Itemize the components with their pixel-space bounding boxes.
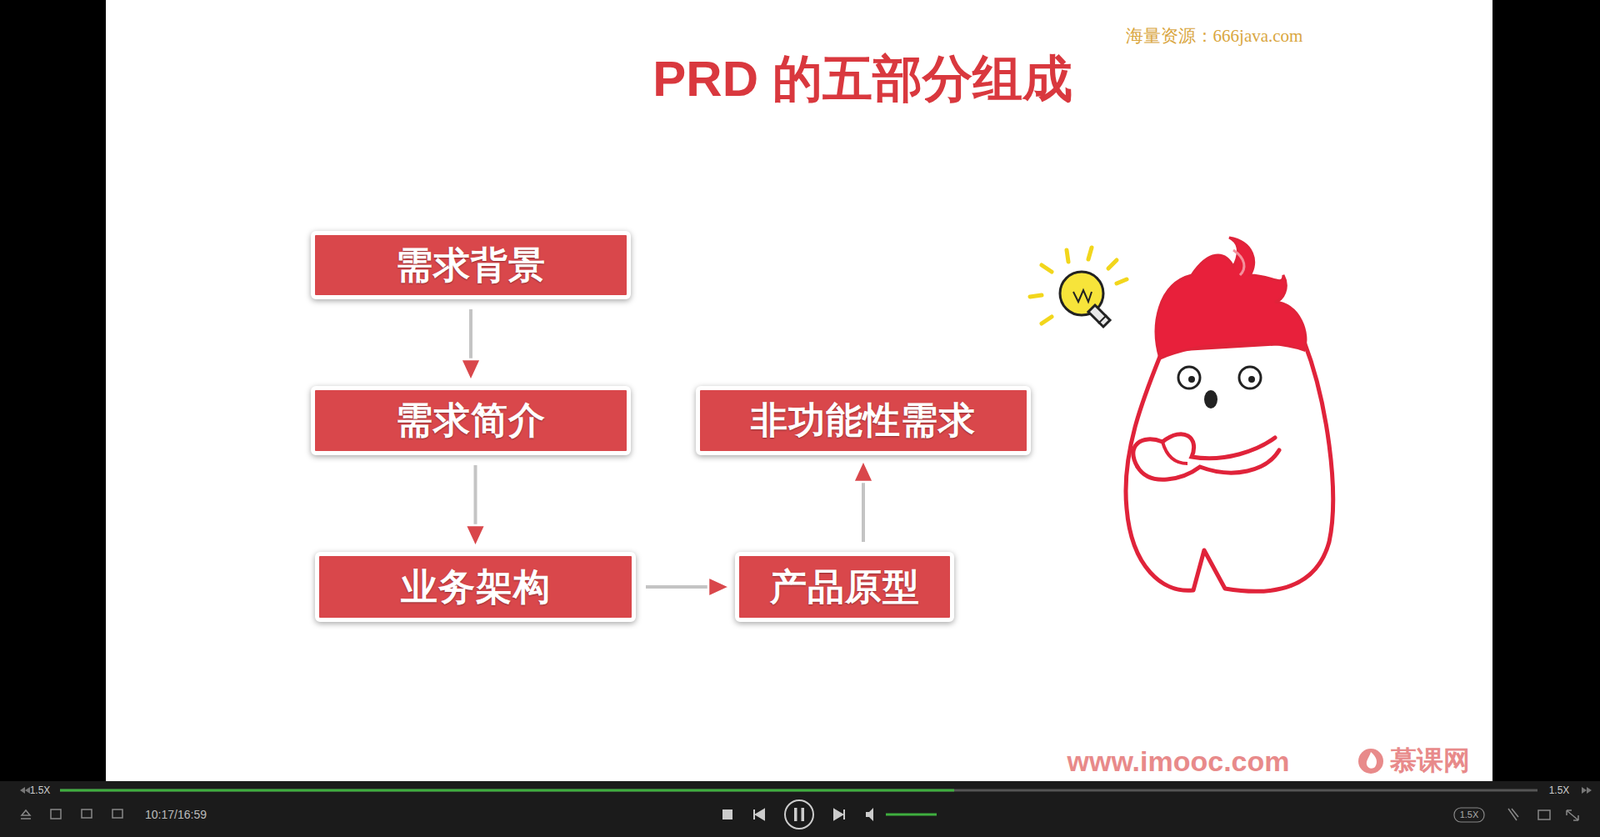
speed-button — [1454, 807, 1485, 822]
speed-label: 1.5X — [30, 784, 51, 796]
process-box: 需求背景 — [310, 230, 631, 300]
speed-label: 1.5X — [1549, 784, 1570, 796]
next-icon — [834, 809, 845, 820]
box-label: 非功能性需求 — [750, 395, 976, 445]
window-icon — [50, 809, 61, 819]
progress-track — [60, 789, 1538, 792]
box-label: 需求背景 — [395, 240, 546, 290]
rewind-icon — [20, 786, 30, 794]
site-url: www.imooc.com — [1066, 745, 1290, 778]
box-label: 需求简介 — [395, 395, 546, 445]
fullscreen-icon — [1566, 810, 1579, 820]
bag-icon — [1538, 810, 1550, 820]
subtitle-icon — [81, 809, 92, 818]
flow-arrow — [645, 585, 725, 589]
progress-fill — [60, 789, 955, 792]
process-box: 需求简介 — [310, 385, 631, 455]
volume-level — [885, 813, 937, 816]
watermark: 海量资源：666java.com — [1125, 24, 1304, 48]
eject-icon — [20, 810, 31, 819]
screen-icon — [112, 809, 123, 818]
process-box: 业务架构 — [315, 551, 636, 622]
speed-button-label: 1.5X — [1460, 809, 1480, 820]
tool-icon — [1508, 808, 1519, 820]
slide-title: PRD 的五部分组成 — [652, 45, 1072, 114]
lightbulb — [1030, 247, 1127, 327]
pause-bar — [801, 807, 805, 821]
prev-icon — [754, 809, 765, 820]
flow-arrow — [861, 465, 865, 542]
pause-button — [785, 800, 814, 829]
process-box: 非功能性需求 — [695, 385, 1031, 455]
logo-flame — [1366, 751, 1377, 769]
mascot-character — [1125, 237, 1334, 591]
logo-circle — [1358, 748, 1384, 774]
stop-icon — [722, 809, 733, 820]
volume-icon — [865, 807, 874, 821]
time-display: 10:17/16:59 — [145, 807, 207, 821]
logo-text: 慕课网 — [1390, 742, 1470, 780]
flow-arrow — [469, 309, 473, 376]
box-label: 业务架构 — [400, 562, 551, 612]
box-label: 产品原型 — [770, 562, 920, 612]
process-box: 产品原型 — [735, 551, 955, 622]
forward-icon — [1581, 786, 1592, 794]
pause-bar — [794, 807, 798, 821]
flow-arrow — [474, 465, 478, 542]
